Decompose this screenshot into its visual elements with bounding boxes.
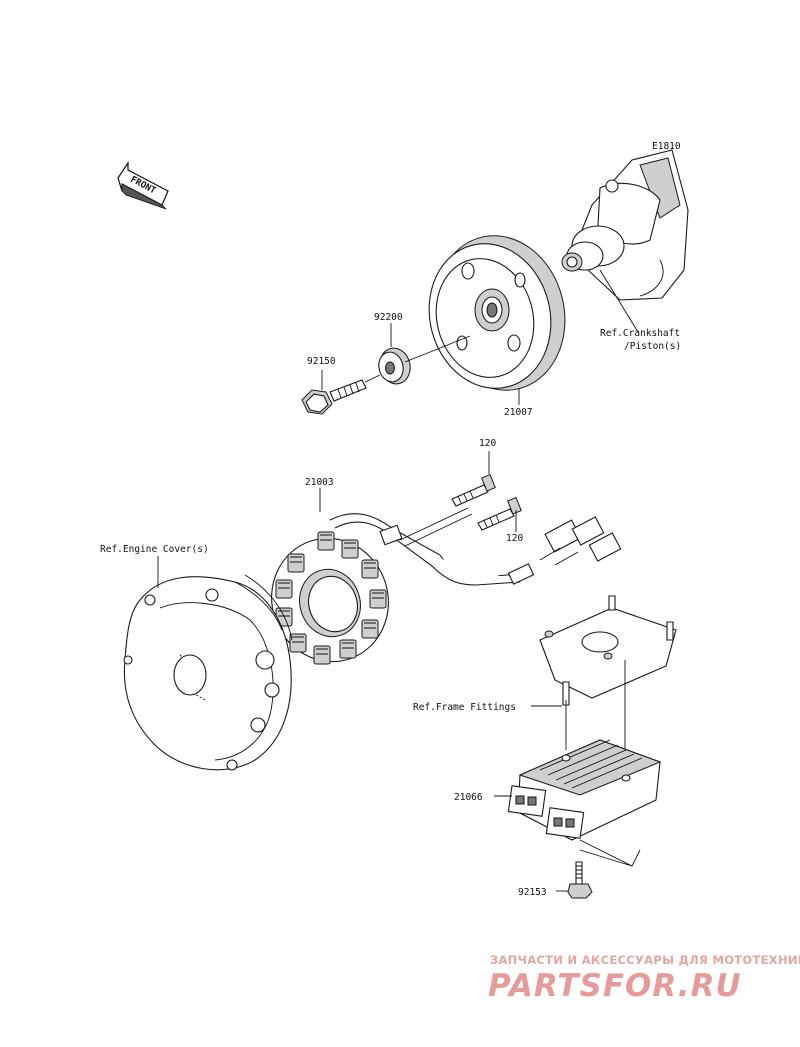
ref-crankshaft-label-2: /Piston(s)	[624, 341, 681, 352]
part-label-21066: 21066	[454, 792, 483, 803]
regulator-21066-illustration	[507, 739, 662, 841]
watermark-tagline: ЗАПЧАСТИ И АКСЕССУАРЫ ДЛЯ МОТОТЕХНИКИ	[490, 953, 800, 967]
front-arrow-icon: FRONT	[117, 161, 169, 210]
part-label-92150: 92150	[307, 356, 336, 367]
stator-21003-illustration	[271, 507, 622, 665]
rotor-21007-illustration	[428, 235, 566, 391]
ref-crankshaft-label-1: Ref.Crankshaft	[600, 328, 680, 339]
part-label-92153: 92153	[518, 887, 547, 898]
frame-fittings-illustration	[539, 595, 677, 706]
bolt-92150-illustration	[301, 379, 367, 415]
engine-cover-illustration	[123, 574, 293, 771]
bolt-120-upper-illustration	[451, 473, 496, 507]
washer-92200-illustration	[378, 347, 411, 385]
part-label-120-upper: 120	[479, 438, 496, 449]
bolt-92153-illustration	[567, 861, 593, 899]
watermark-brand: PARTSFOR.RU	[488, 968, 742, 1004]
crankshaft-illustration	[561, 149, 689, 301]
bolt-120-lower-illustration	[477, 496, 522, 531]
assembly-axis-regulator	[579, 839, 641, 867]
assembly-axis-bolt	[364, 374, 381, 383]
ref-engine-cover-label: Ref.Engine Cover(s)	[100, 544, 209, 555]
part-label-92200: 92200	[374, 312, 403, 323]
part-label-21007: 21007	[504, 407, 533, 418]
ref-frame-fittings-label: Ref.Frame Fittings	[413, 702, 516, 713]
leader-crankshaft	[599, 269, 639, 333]
part-label-120-lower: 120	[506, 533, 523, 544]
part-label-21003: 21003	[305, 477, 334, 488]
diagram-code: E1810	[652, 141, 681, 152]
assembly-axis-rotor	[404, 335, 471, 363]
